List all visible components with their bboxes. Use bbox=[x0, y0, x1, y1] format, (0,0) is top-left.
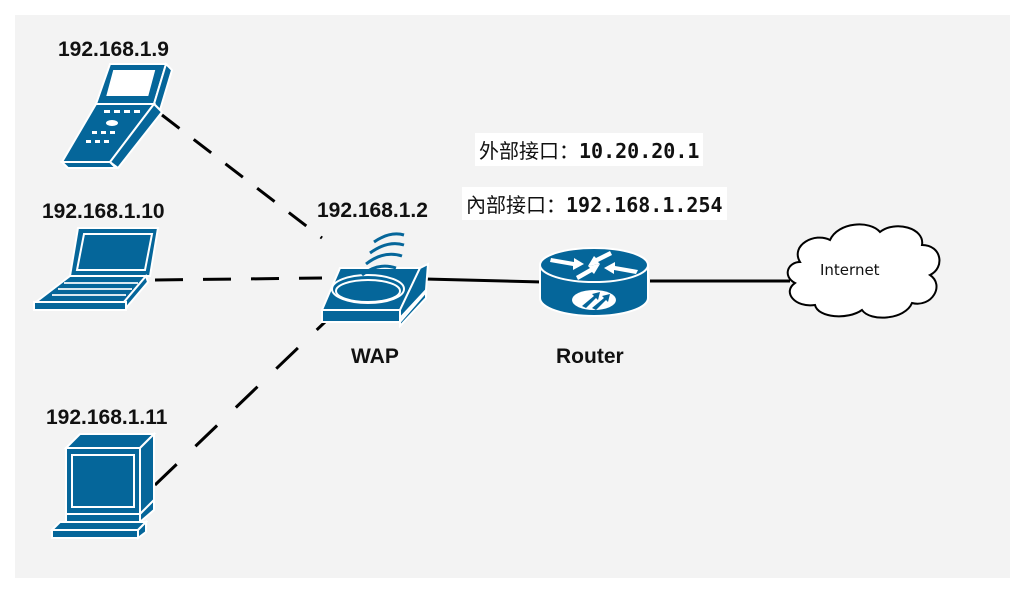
wap-ip-label: 192.168.1.2 bbox=[317, 199, 428, 222]
internal-interface-name: 內部接口： bbox=[466, 193, 566, 217]
internal-interface-ip: 192.168.1.254 bbox=[566, 193, 723, 217]
cloud-icon[interactable] bbox=[786, 223, 941, 319]
laptop-icon[interactable] bbox=[33, 227, 160, 311]
workstation-icon[interactable] bbox=[49, 431, 157, 540]
router-icon[interactable] bbox=[539, 247, 649, 317]
link-laptop-wap bbox=[154, 276, 323, 282]
pda-icon[interactable] bbox=[59, 62, 174, 170]
router-name-label: Router bbox=[556, 345, 624, 368]
workstation-ip-label: 192.168.1.11 bbox=[46, 406, 168, 429]
link-wap-router bbox=[424, 277, 543, 284]
wap-name-label: WAP bbox=[351, 345, 399, 368]
laptop-ip-label: 192.168.1.10 bbox=[42, 200, 165, 223]
link-pda-wap bbox=[161, 113, 323, 240]
external-interface-ip: 10.20.20.1 bbox=[579, 139, 700, 163]
link-pc-wap bbox=[153, 320, 327, 487]
internal-interface-label: 內部接口：192.168.1.254 bbox=[462, 187, 727, 220]
external-interface-name: 外部接口： bbox=[479, 139, 579, 163]
pda-ip-label: 192.168.1.9 bbox=[58, 38, 169, 61]
external-interface-label: 外部接口：10.20.20.1 bbox=[475, 133, 704, 166]
wireless-access-point-icon[interactable] bbox=[320, 232, 430, 329]
internet-label: Internet bbox=[820, 261, 880, 279]
